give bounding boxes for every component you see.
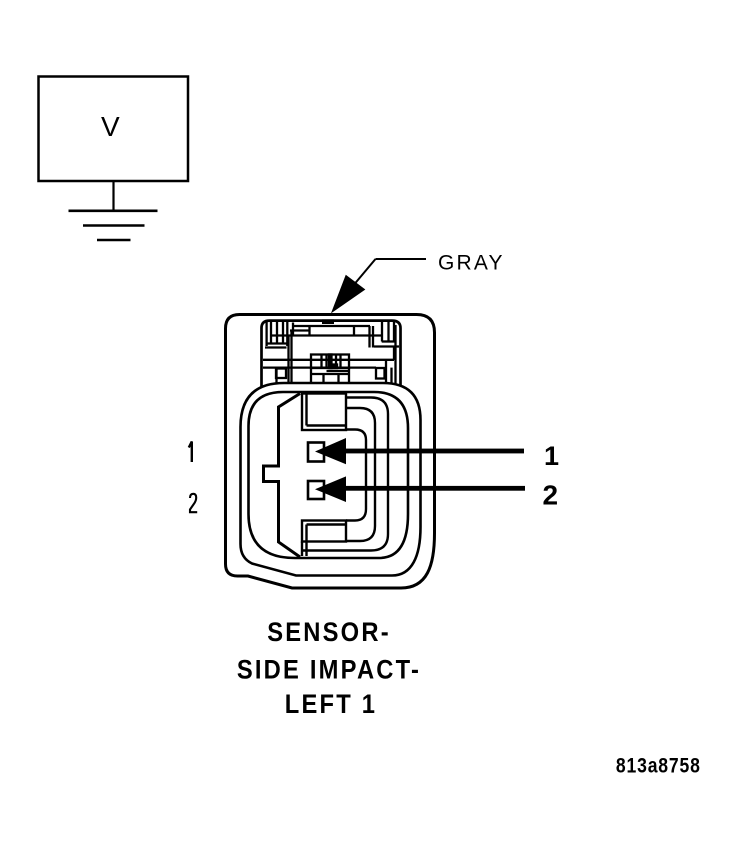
svg-text:2: 2: [543, 480, 559, 511]
svg-text:GRAY: GRAY: [438, 252, 505, 275]
svg-text:V: V: [101, 111, 120, 142]
svg-text:SIDE IMPACT-: SIDE IMPACT-: [237, 655, 421, 685]
svg-text:SENSOR-: SENSOR-: [267, 618, 391, 648]
svg-text:813a8758: 813a8758: [616, 754, 701, 778]
svg-text:LEFT 1: LEFT 1: [285, 689, 377, 719]
svg-text:1: 1: [544, 441, 559, 471]
